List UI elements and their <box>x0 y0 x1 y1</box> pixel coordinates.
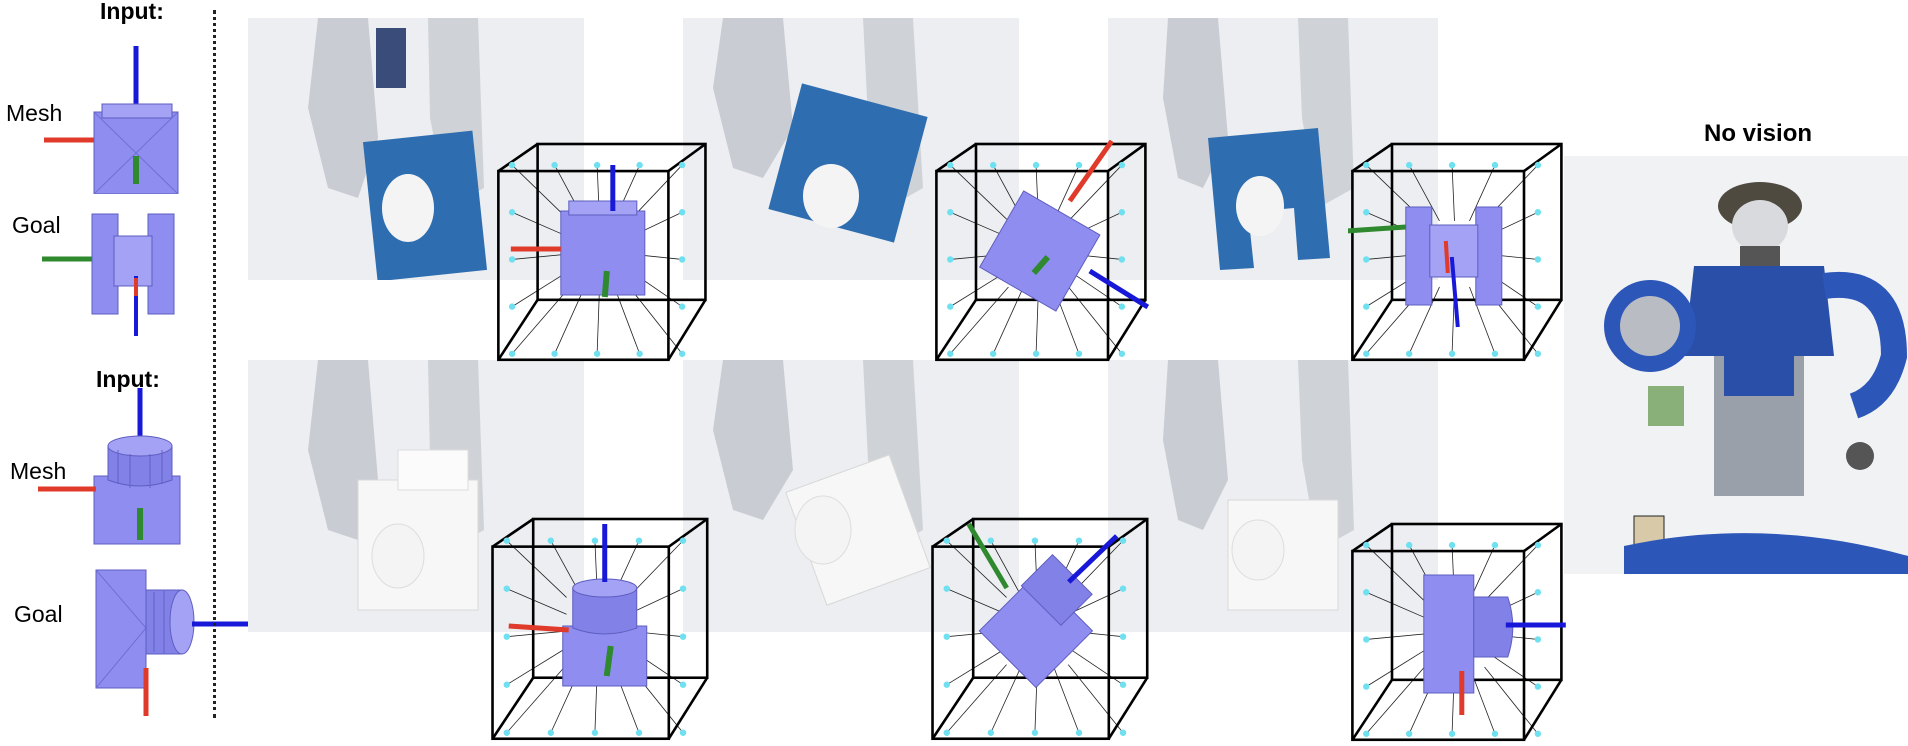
goal-rotated-shape-icon <box>95 569 256 716</box>
cage-bottom-2 <box>931 517 1149 741</box>
photo-bottom-3 <box>1108 360 1438 632</box>
goal-label-top: Goal <box>12 212 61 238</box>
mesh-label-top: Mesh <box>6 100 63 126</box>
input-label-bottom: Input: <box>96 366 160 392</box>
robot-photo <box>1564 156 1908 574</box>
photo-bottom-2 <box>683 360 1019 632</box>
photo-bottom-1 <box>248 360 584 632</box>
mesh-label-bottom: Mesh <box>10 458 67 484</box>
cage-top-1 <box>497 142 707 362</box>
cage-top-2 <box>935 140 1150 362</box>
mesh-cube-icon <box>44 46 179 194</box>
goal-label-bottom: Goal <box>14 601 63 627</box>
cage-bottom-1 <box>491 517 709 741</box>
goal-h-shape-icon <box>42 213 175 336</box>
photo-top-2 <box>683 18 1019 280</box>
cage-top-3 <box>1348 142 1563 362</box>
photo-top-1 <box>248 18 584 280</box>
mesh-cylinder-cube-icon <box>38 388 181 545</box>
no-vision-label: No vision <box>1704 120 1813 147</box>
cage-bottom-3 <box>1351 522 1566 742</box>
dotted-divider <box>213 10 216 718</box>
input-label-top: Input: <box>100 0 164 24</box>
